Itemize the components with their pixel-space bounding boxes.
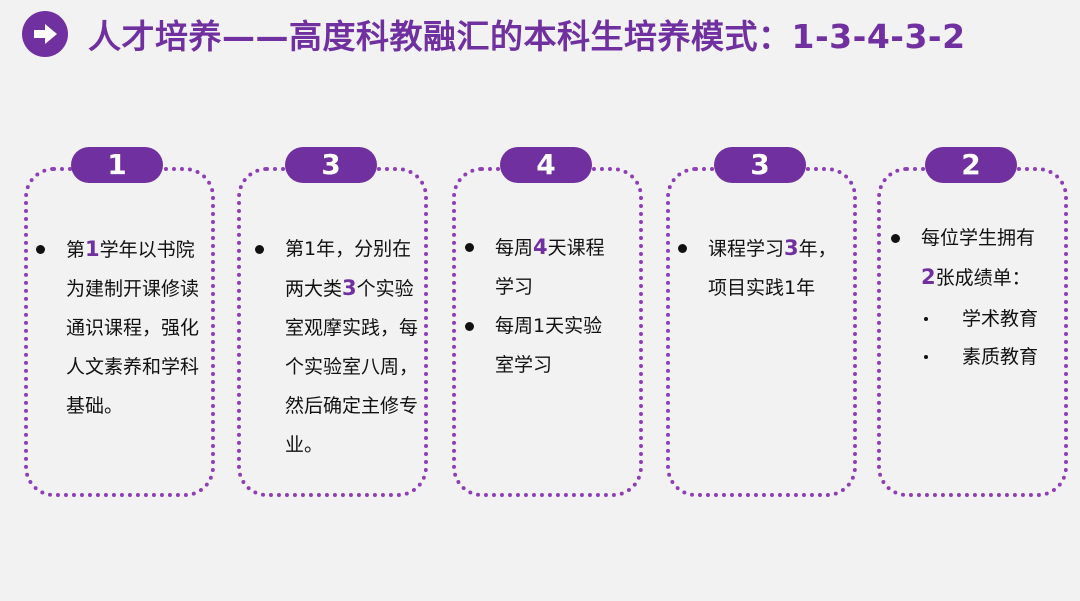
list-item: 素质教育 [920,338,1038,376]
card-2-badge: 3 [285,147,377,183]
list-item: 每周1天实验室学习 [461,307,613,385]
card-4-badge: 3 [714,147,806,183]
card-4-list: 课程学习3年，项目实践1年 [674,229,841,308]
list-item: 第1学年以书院为建制开课修读通识课程，强化人文素养和学科基础。 [32,230,205,426]
card-3-list: 每周4天课程学习 每周1天实验室学习 [461,228,613,385]
card-1-badge: 1 [71,147,163,183]
card-5-sublist: 学术教育 素质教育 [920,300,1038,376]
card-5-list: 每位学生拥有2张成绩单： [887,219,1046,298]
header: 人才培养——高度科教融汇的本科生培养模式：1-3-4-3-2 [22,10,966,58]
list-item: 第1年，分别在两大类3个实验室观摩实践，每个实验室八周，然后确定主修专业。 [251,230,424,465]
card-3-badge: 4 [500,147,592,183]
card-3 [452,167,643,497]
card-2 [237,167,428,497]
card-4 [666,167,857,497]
list-item: 课程学习3年，项目实践1年 [674,229,841,308]
list-item: 每位学生拥有2张成绩单： [887,219,1046,298]
card-5 [877,167,1068,497]
card-1 [24,167,215,497]
list-item: 每周4天课程学习 [461,228,613,307]
list-item: 学术教育 [920,300,1038,338]
page-title: 人才培养——高度科教融汇的本科生培养模式：1-3-4-3-2 [88,17,966,56]
arrow-right-icon [22,11,68,57]
card-5-badge: 2 [925,147,1017,183]
card-1-list: 第1学年以书院为建制开课修读通识课程，强化人文素养和学科基础。 [32,230,205,426]
card-2-list: 第1年，分别在两大类3个实验室观摩实践，每个实验室八周，然后确定主修专业。 [251,230,424,465]
